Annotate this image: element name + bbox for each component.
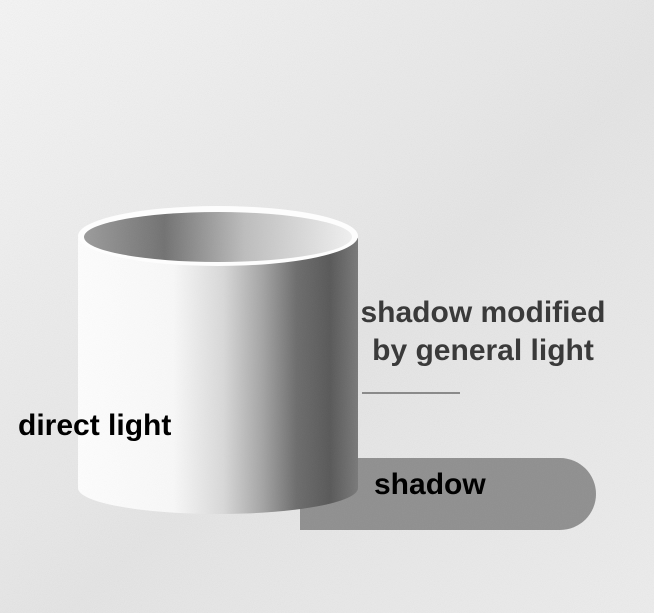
cylinder-interior-grain [84, 212, 352, 262]
cylinder-body-grain [78, 238, 358, 514]
shadow-label: shadow [374, 468, 486, 502]
direct-light-label: direct light [18, 409, 171, 443]
shadow-modified-label: shadow modified by general light [342, 294, 624, 370]
